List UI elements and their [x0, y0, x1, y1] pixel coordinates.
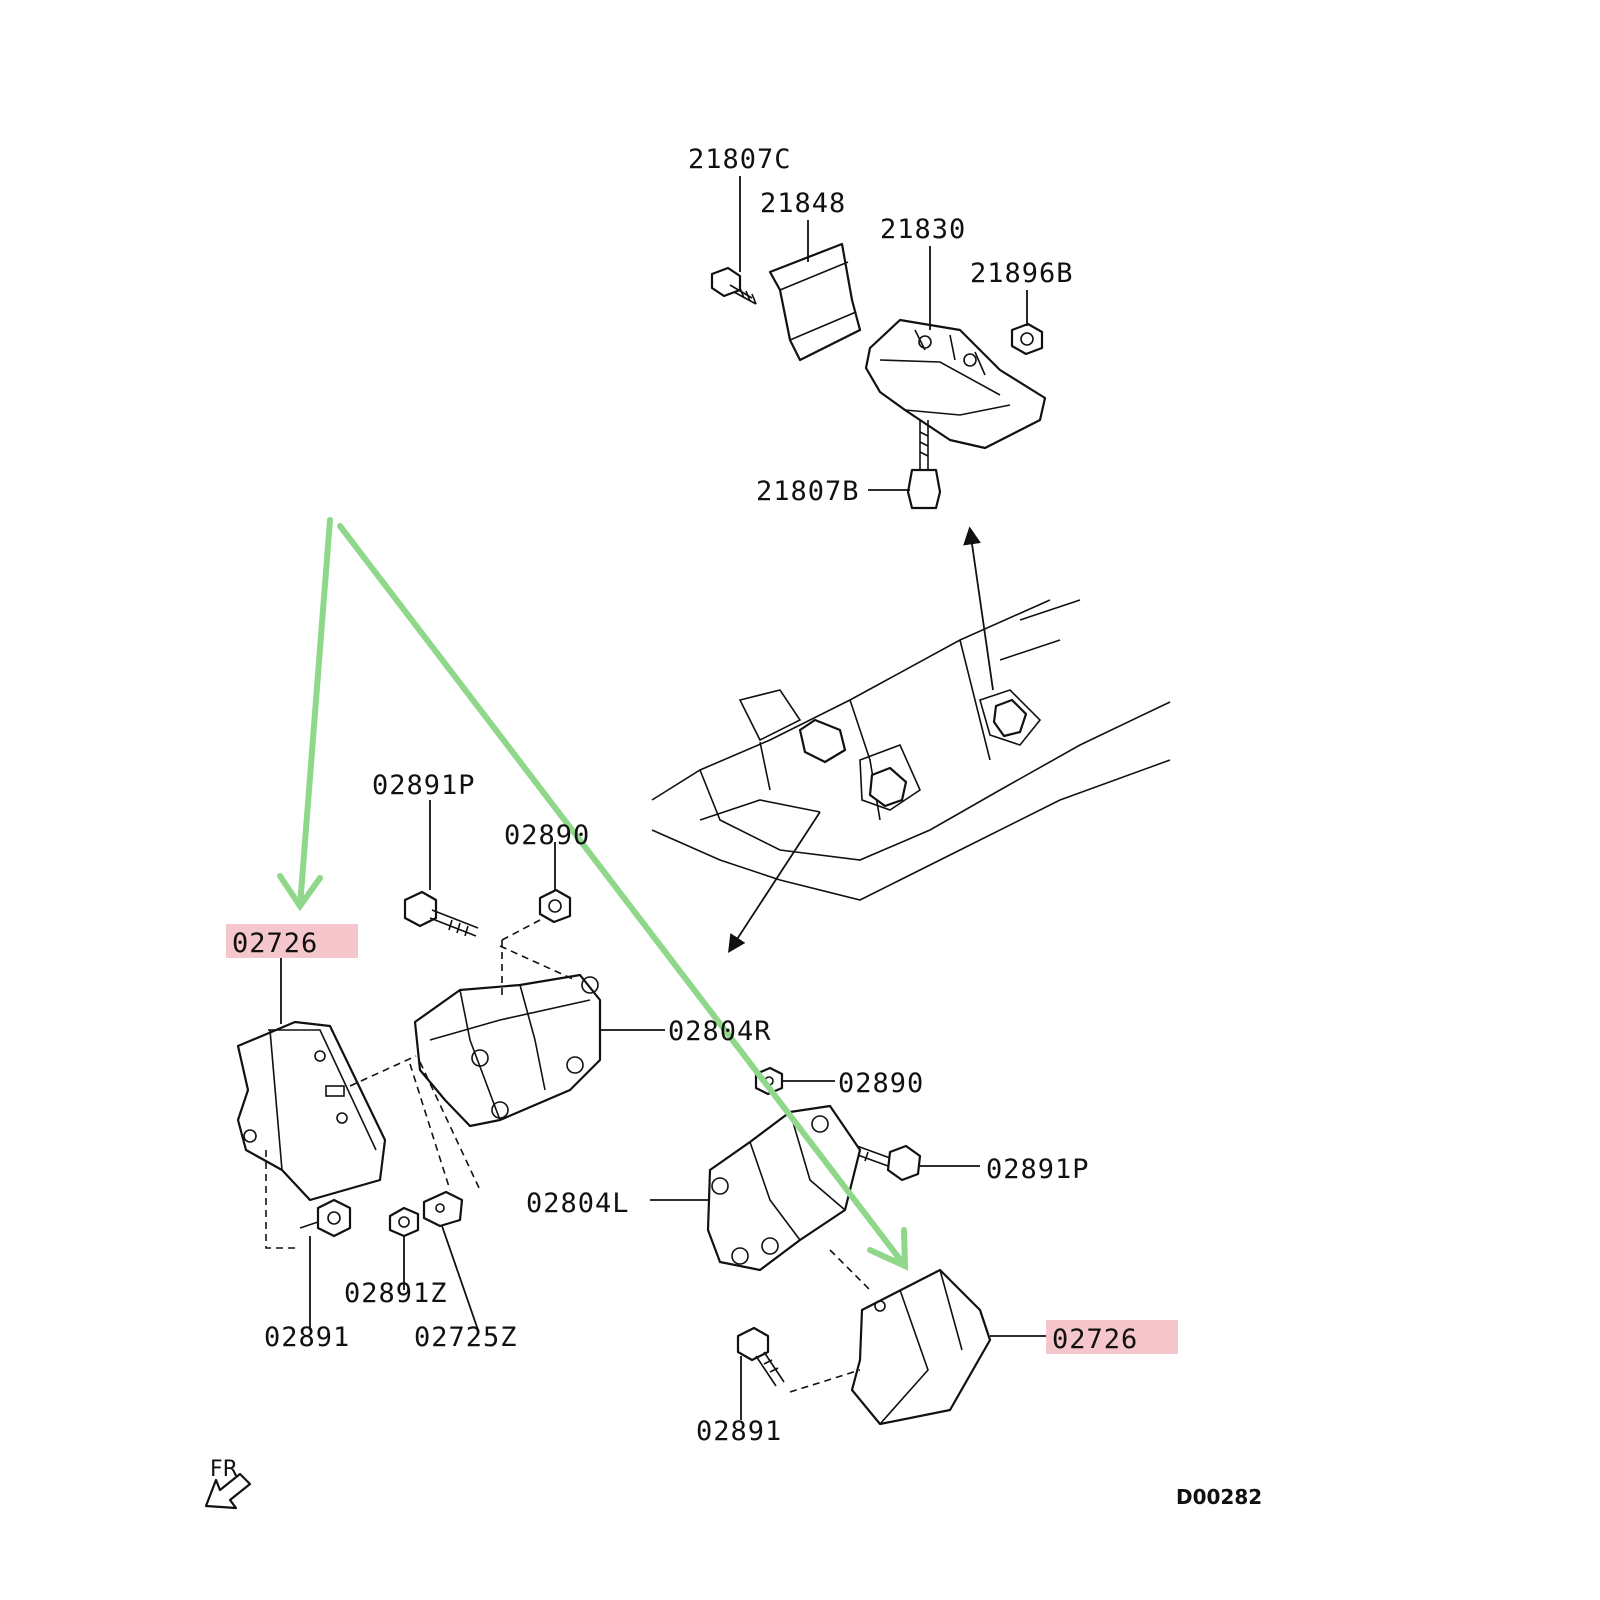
- top-bolt-icon: [710, 266, 757, 305]
- label-21807b: 21807B: [756, 476, 860, 507]
- left-stud-icon: [388, 1206, 420, 1238]
- left-mount-assembly: [236, 800, 665, 1331]
- left-bottom-bolt-icon: [299, 1198, 352, 1238]
- label-21848: 21848: [760, 188, 846, 219]
- label-02890-left: 02890: [504, 820, 590, 851]
- label-02890-center: 02890: [838, 1068, 924, 1099]
- label-02891z: 02891Z: [344, 1278, 448, 1309]
- label-02891-left: 02891: [264, 1322, 350, 1353]
- label-02726-left: 02726: [232, 928, 318, 959]
- diagram-reference: D00282: [1176, 1485, 1262, 1509]
- left-nut-icon: [538, 888, 572, 924]
- right-insulator-icon: [850, 1268, 992, 1426]
- top-mount-assembly: [710, 176, 1047, 510]
- top-nut-icon: [1010, 322, 1044, 356]
- label-02891p-center: 02891P: [986, 1154, 1090, 1185]
- label-21807c: 21807C: [688, 144, 792, 175]
- right-bracket-icon: [413, 973, 602, 1128]
- green-arrow-left: [297, 517, 333, 909]
- right-mount-assembly: [650, 1066, 1046, 1426]
- label-02804l: 02804L: [526, 1188, 630, 1219]
- label-02804r: 02804R: [668, 1016, 772, 1047]
- left-bracket-icon: [706, 1104, 862, 1272]
- label-02891-right: 02891: [696, 1416, 782, 1447]
- left-bolt-icon: [403, 890, 479, 937]
- chassis-frame: [651, 526, 1171, 954]
- label-02891p-left: 02891P: [372, 770, 476, 801]
- right-insulator-highlight: [1046, 1320, 1178, 1354]
- fr-label: FR: [210, 1457, 238, 1482]
- left-clip-icon: [422, 1190, 464, 1228]
- front-arrow-icon: [204, 1472, 252, 1510]
- right-bottom-bolt-icon: [736, 1326, 785, 1387]
- label-02725z: 02725Z: [414, 1322, 518, 1353]
- front-direction-indicator: FR: [204, 1457, 252, 1510]
- green-arrow-right: [337, 523, 908, 1269]
- top-plate-icon: [768, 242, 862, 362]
- green-annotation-arrows: [277, 517, 909, 1271]
- left-insulator-highlight: [226, 924, 358, 958]
- top-lower-bolt-icon: [906, 420, 942, 510]
- left-insulator-icon: [236, 1020, 387, 1202]
- top-mount-icon: [864, 318, 1047, 450]
- label-21896b: 21896B: [970, 258, 1074, 289]
- label-02726-right: 02726: [1052, 1324, 1138, 1355]
- label-21830: 21830: [880, 214, 966, 245]
